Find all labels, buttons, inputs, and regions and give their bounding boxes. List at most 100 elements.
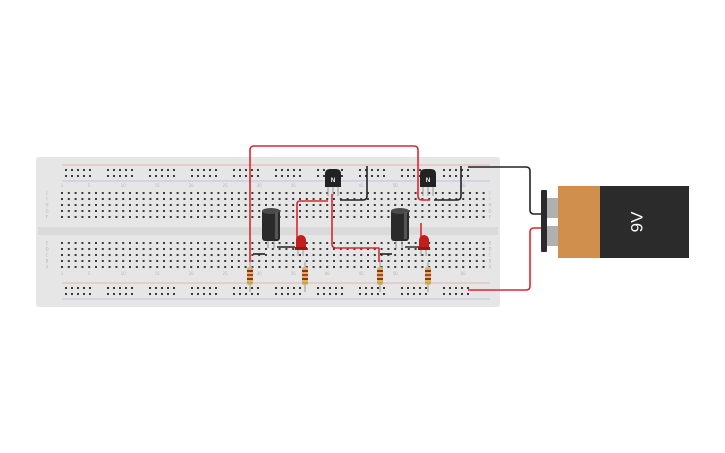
breadboard-hole[interactable] bbox=[95, 254, 97, 256]
breadboard-hole[interactable] bbox=[387, 260, 390, 262]
breadboard-hole[interactable] bbox=[421, 266, 424, 268]
breadboard-hole[interactable] bbox=[163, 248, 165, 250]
power-rail-hole[interactable] bbox=[299, 169, 301, 171]
breadboard-hole[interactable] bbox=[224, 266, 227, 268]
breadboard-hole[interactable] bbox=[441, 204, 444, 206]
breadboard-hole[interactable] bbox=[244, 192, 247, 194]
breadboard-hole[interactable] bbox=[251, 210, 254, 212]
breadboard-hole[interactable] bbox=[149, 242, 152, 244]
breadboard-hole[interactable] bbox=[237, 254, 240, 256]
power-rail-hole[interactable] bbox=[287, 169, 289, 171]
breadboard-hole[interactable] bbox=[183, 204, 186, 206]
power-rail-hole[interactable] bbox=[245, 175, 247, 177]
power-rail-hole[interactable] bbox=[149, 287, 151, 289]
breadboard-hole[interactable] bbox=[95, 242, 97, 244]
breadboard-hole[interactable] bbox=[142, 210, 145, 212]
power-rail-hole[interactable] bbox=[71, 293, 73, 295]
breadboard-hole[interactable] bbox=[367, 248, 369, 250]
power-rail-hole[interactable] bbox=[281, 175, 283, 177]
breadboard-hole[interactable] bbox=[448, 216, 451, 218]
power-rail-hole[interactable] bbox=[323, 293, 325, 295]
breadboard-hole[interactable] bbox=[414, 210, 417, 212]
breadboard-hole[interactable] bbox=[292, 198, 295, 200]
breadboard-hole[interactable] bbox=[462, 198, 465, 200]
breadboard-hole[interactable] bbox=[292, 216, 295, 218]
breadboard-hole[interactable] bbox=[278, 204, 281, 206]
breadboard-hole[interactable] bbox=[299, 210, 301, 212]
breadboard-hole[interactable] bbox=[428, 242, 431, 244]
power-rail-hole[interactable] bbox=[359, 175, 361, 177]
breadboard-hole[interactable] bbox=[108, 192, 111, 194]
power-rail-hole[interactable] bbox=[449, 287, 451, 289]
red-wire-mid[interactable] bbox=[331, 194, 380, 262]
power-rail-hole[interactable] bbox=[71, 287, 73, 289]
power-rail-hole[interactable] bbox=[341, 169, 343, 171]
breadboard-hole[interactable] bbox=[231, 192, 233, 194]
breadboard-hole[interactable] bbox=[475, 260, 478, 262]
breadboard-hole[interactable] bbox=[149, 248, 152, 250]
breadboard-hole[interactable] bbox=[156, 260, 159, 262]
power-rail-hole[interactable] bbox=[293, 293, 295, 295]
breadboard-hole[interactable] bbox=[142, 216, 145, 218]
breadboard-hole[interactable] bbox=[258, 204, 261, 206]
breadboard-hole[interactable] bbox=[339, 254, 342, 256]
breadboard-hole[interactable] bbox=[407, 204, 410, 206]
breadboard-hole[interactable] bbox=[448, 248, 451, 250]
breadboard-hole[interactable] bbox=[367, 266, 369, 268]
breadboard-hole[interactable] bbox=[455, 242, 458, 244]
breadboard-hole[interactable] bbox=[387, 198, 390, 200]
breadboard-hole[interactable] bbox=[74, 248, 77, 250]
breadboard-hole[interactable] bbox=[387, 266, 390, 268]
breadboard-hole[interactable] bbox=[163, 192, 165, 194]
breadboard-hole[interactable] bbox=[326, 260, 329, 262]
breadboard-hole[interactable] bbox=[469, 248, 471, 250]
breadboard-hole[interactable] bbox=[115, 260, 118, 262]
breadboard-hole[interactable] bbox=[271, 266, 274, 268]
power-rail-hole[interactable] bbox=[461, 287, 463, 289]
breadboard-hole[interactable] bbox=[237, 192, 240, 194]
breadboard-hole[interactable] bbox=[312, 210, 315, 212]
power-rail-hole[interactable] bbox=[215, 287, 217, 289]
breadboard-hole[interactable] bbox=[401, 248, 403, 250]
breadboard-hole[interactable] bbox=[278, 248, 281, 250]
breadboard-hole[interactable] bbox=[482, 242, 485, 244]
breadboard-hole[interactable] bbox=[373, 266, 376, 268]
breadboard-hole[interactable] bbox=[217, 254, 220, 256]
breadboard-hole[interactable] bbox=[244, 198, 247, 200]
breadboard-hole[interactable] bbox=[435, 204, 437, 206]
breadboard-hole[interactable] bbox=[67, 248, 70, 250]
breadboard-hole[interactable] bbox=[475, 204, 478, 206]
breadboard-hole[interactable] bbox=[387, 242, 390, 244]
power-rail-hole[interactable] bbox=[281, 287, 283, 289]
breadboard-hole[interactable] bbox=[122, 254, 125, 256]
breadboard-hole[interactable] bbox=[373, 210, 376, 212]
breadboard-hole[interactable] bbox=[401, 204, 403, 206]
breadboard-hole[interactable] bbox=[469, 242, 471, 244]
breadboard-hole[interactable] bbox=[197, 210, 199, 212]
power-rail-hole[interactable] bbox=[293, 169, 295, 171]
breadboard-hole[interactable] bbox=[312, 260, 315, 262]
breadboard-hole[interactable] bbox=[455, 216, 458, 218]
power-rail-hole[interactable] bbox=[413, 175, 415, 177]
breadboard-hole[interactable] bbox=[251, 198, 254, 200]
breadboard-hole[interactable] bbox=[380, 254, 383, 256]
power-rail-hole[interactable] bbox=[113, 293, 115, 295]
breadboard-hole[interactable] bbox=[95, 192, 97, 194]
breadboard-hole[interactable] bbox=[183, 260, 186, 262]
breadboard-hole[interactable] bbox=[407, 260, 410, 262]
breadboard-hole[interactable] bbox=[67, 210, 70, 212]
power-rail-hole[interactable] bbox=[329, 287, 331, 289]
breadboard-hole[interactable] bbox=[231, 204, 233, 206]
breadboard-hole[interactable] bbox=[203, 266, 206, 268]
breadboard-hole[interactable] bbox=[380, 242, 383, 244]
power-rail-hole[interactable] bbox=[89, 169, 91, 171]
breadboard-hole[interactable] bbox=[367, 254, 369, 256]
breadboard-hole[interactable] bbox=[299, 192, 301, 194]
breadboard-hole[interactable] bbox=[387, 254, 390, 256]
breadboard-hole[interactable] bbox=[428, 216, 431, 218]
breadboard-hole[interactable] bbox=[299, 254, 301, 256]
breadboard-hole[interactable] bbox=[237, 242, 240, 244]
breadboard-hole[interactable] bbox=[203, 242, 206, 244]
power-rail-hole[interactable] bbox=[251, 293, 253, 295]
breadboard-hole[interactable] bbox=[482, 198, 485, 200]
